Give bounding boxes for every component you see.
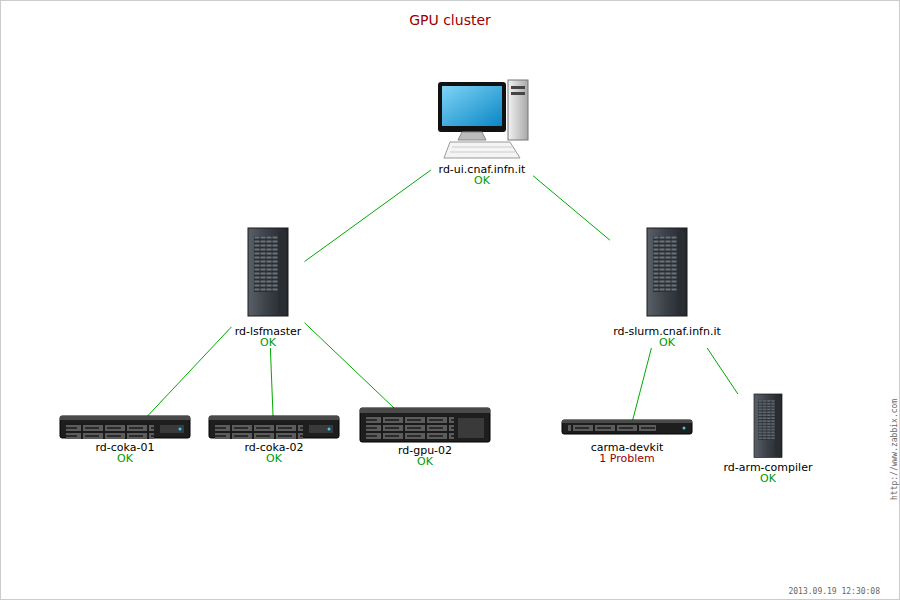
host-name: rd-coka-01: [57, 442, 193, 453]
icon-space: [610, 228, 724, 326]
icon-space: [559, 420, 695, 442]
link-line: [305, 323, 395, 408]
host-element: carma-devkit1 Problem: [559, 420, 695, 464]
rack-server-icon: [360, 408, 490, 442]
host-element: rd-gpu-02OK: [357, 408, 493, 467]
rack-server-icon: [209, 416, 339, 439]
rack-server-icon: [562, 420, 692, 434]
icon-space: [232, 228, 305, 326]
host-status: OK: [357, 456, 493, 467]
host-name: rd-gpu-02: [357, 445, 493, 456]
icon-space: [721, 394, 816, 462]
timestamp: 2013.09.19 12:30:08: [788, 587, 880, 596]
host-status: 1 Problem: [559, 453, 695, 464]
icon-space: [206, 416, 342, 442]
host-element: rd-arm-compilerOK: [721, 394, 816, 484]
link-line: [270, 348, 273, 416]
host-name: rd-slurm.cnaf.infn.it: [610, 326, 724, 337]
host-name: rd-coka-02: [206, 442, 342, 453]
map-title: GPU cluster: [0, 12, 900, 28]
host-element: rd-coka-01OK: [57, 416, 193, 464]
host-element: rd-slurm.cnaf.infn.itOK: [610, 228, 724, 348]
link-line: [533, 176, 610, 241]
host-name: rd-arm-compiler: [721, 462, 816, 473]
link-line: [633, 348, 652, 420]
host-element: rd-lsfmasterOK: [232, 228, 305, 348]
watermark: http://www.zabbix.com: [890, 399, 899, 500]
host-name: carma-devkit: [559, 442, 695, 453]
host-status: OK: [610, 337, 724, 348]
host-name: rd-lsfmaster: [232, 326, 305, 337]
link-line: [305, 170, 432, 262]
server-tower-icon: [248, 228, 288, 316]
host-status: OK: [431, 175, 533, 186]
icon-space: [57, 416, 193, 442]
host-element: rd-ui.cnaf.infn.itOK: [431, 80, 533, 186]
host-status: OK: [721, 473, 816, 484]
icon-space: [357, 408, 493, 445]
server-tower-icon: [647, 228, 687, 316]
link-line: [707, 348, 738, 394]
workstation-icon: [438, 80, 528, 158]
rack-server-icon: [60, 416, 190, 439]
host-status: OK: [232, 337, 305, 348]
host-status: OK: [206, 453, 342, 464]
icon-space: [431, 80, 533, 164]
host-status: OK: [57, 453, 193, 464]
server-tower-icon: [754, 394, 782, 457]
host-name: rd-ui.cnaf.infn.it: [431, 164, 533, 175]
host-element: rd-coka-02OK: [206, 416, 342, 464]
link-line: [148, 327, 232, 416]
